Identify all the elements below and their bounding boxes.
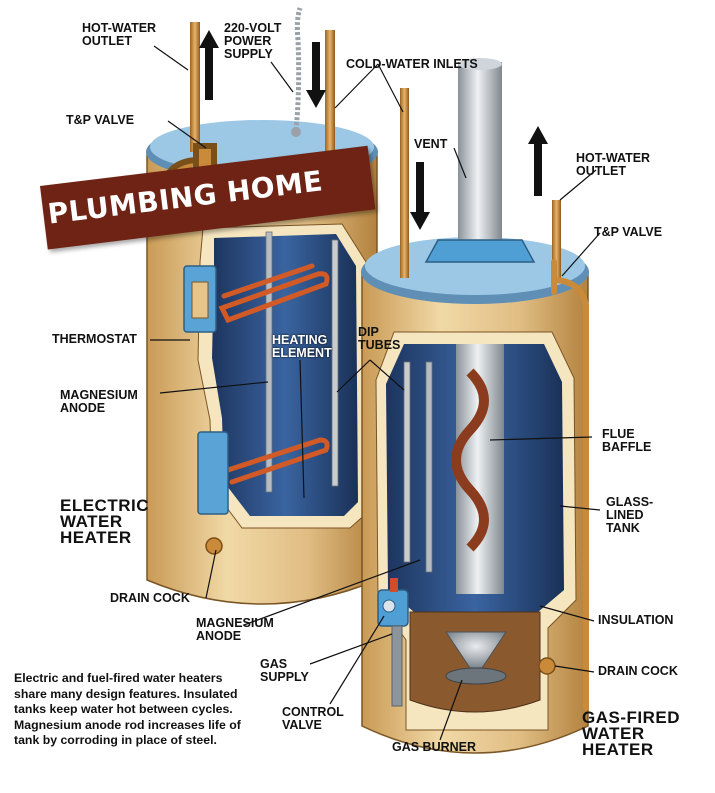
label-dip-tubes: DIP TUBES	[358, 325, 401, 352]
tp-valve-gas	[551, 259, 589, 711]
drain-cock-electric	[205, 537, 223, 555]
label-drain-cock-electric: DRAIN COCK	[110, 591, 190, 605]
lower-heating-element	[225, 437, 330, 485]
anode-rod-gas	[425, 361, 433, 573]
label-vent: VENT	[414, 137, 448, 151]
label-control-valve: CONTROL VALVE	[282, 705, 344, 732]
gas-cold-pipe	[400, 88, 409, 278]
lower-access-panel	[197, 431, 229, 515]
label-hot-water-outlet-electric: HOT-WATER OUTLET	[82, 21, 157, 48]
drain-cock-gas	[538, 657, 556, 675]
leader-lines	[150, 45, 601, 741]
dip-tube-electric	[331, 239, 339, 487]
gas-heater	[361, 58, 589, 754]
label-drain-cock-gas: DRAIN COCK	[598, 664, 678, 678]
draft-hood	[424, 239, 536, 263]
label-magnesium-anode-gas: MAGNESIUM ANODE	[196, 616, 274, 643]
flue-baffle	[451, 368, 489, 552]
label-insulation: INSULATION	[598, 613, 674, 627]
vent-pipe	[458, 62, 502, 252]
electric-cold-pipe	[325, 30, 335, 160]
label-glass-lined-tank: GLASS- LINED TANK	[606, 495, 654, 535]
cold-inflow-arrow-electric	[306, 42, 326, 108]
label-gas-burner: GAS BURNER	[392, 740, 477, 754]
electric-heater	[146, 7, 378, 605]
gas-tank-top	[365, 237, 585, 295]
title-gas-fired-water-heater: GAS-FIRED WATER HEATER	[582, 708, 680, 759]
cold-inflow-arrow-gas	[410, 162, 430, 230]
upper-heating-element	[218, 263, 330, 324]
gas-supply-pipe	[391, 625, 403, 707]
hot-outflow-arrow-electric	[199, 30, 219, 100]
label-hot-water-outlet-gas: HOT-WATER OUTLET	[576, 151, 651, 178]
label-tp-valve-electric: T&P VALVE	[66, 113, 135, 127]
label-cold-water-inlets: COLD-WATER INLETS	[346, 57, 478, 71]
label-magnesium-anode-electric: MAGNESIUM ANODE	[60, 388, 138, 415]
electric-hot-pipe	[190, 22, 200, 152]
gas-hot-pipe	[552, 200, 561, 280]
label-heating-element: HEATING ELEMENT	[272, 333, 332, 360]
power-cable	[293, 7, 303, 131]
label-tp-valve-gas: T&P VALVE	[594, 225, 663, 239]
caption-note: Electric and fuel-fired water heaters sh…	[14, 671, 241, 747]
anode-rod-electric	[265, 231, 273, 493]
title-electric-water-heater: ELECTRIC WATER HEATER	[60, 496, 149, 547]
label-gas-supply: GAS SUPPLY	[260, 657, 309, 684]
electric-tank-interior	[212, 234, 358, 516]
label-flue-baffle: FLUE BAFFLE	[602, 427, 652, 454]
hot-outflow-arrow-gas	[528, 126, 548, 196]
dip-tube-gas	[403, 361, 411, 563]
label-power-supply: 220-VOLT POWER SUPPLY	[224, 21, 282, 61]
label-thermostat: THERMOSTAT	[52, 332, 137, 346]
